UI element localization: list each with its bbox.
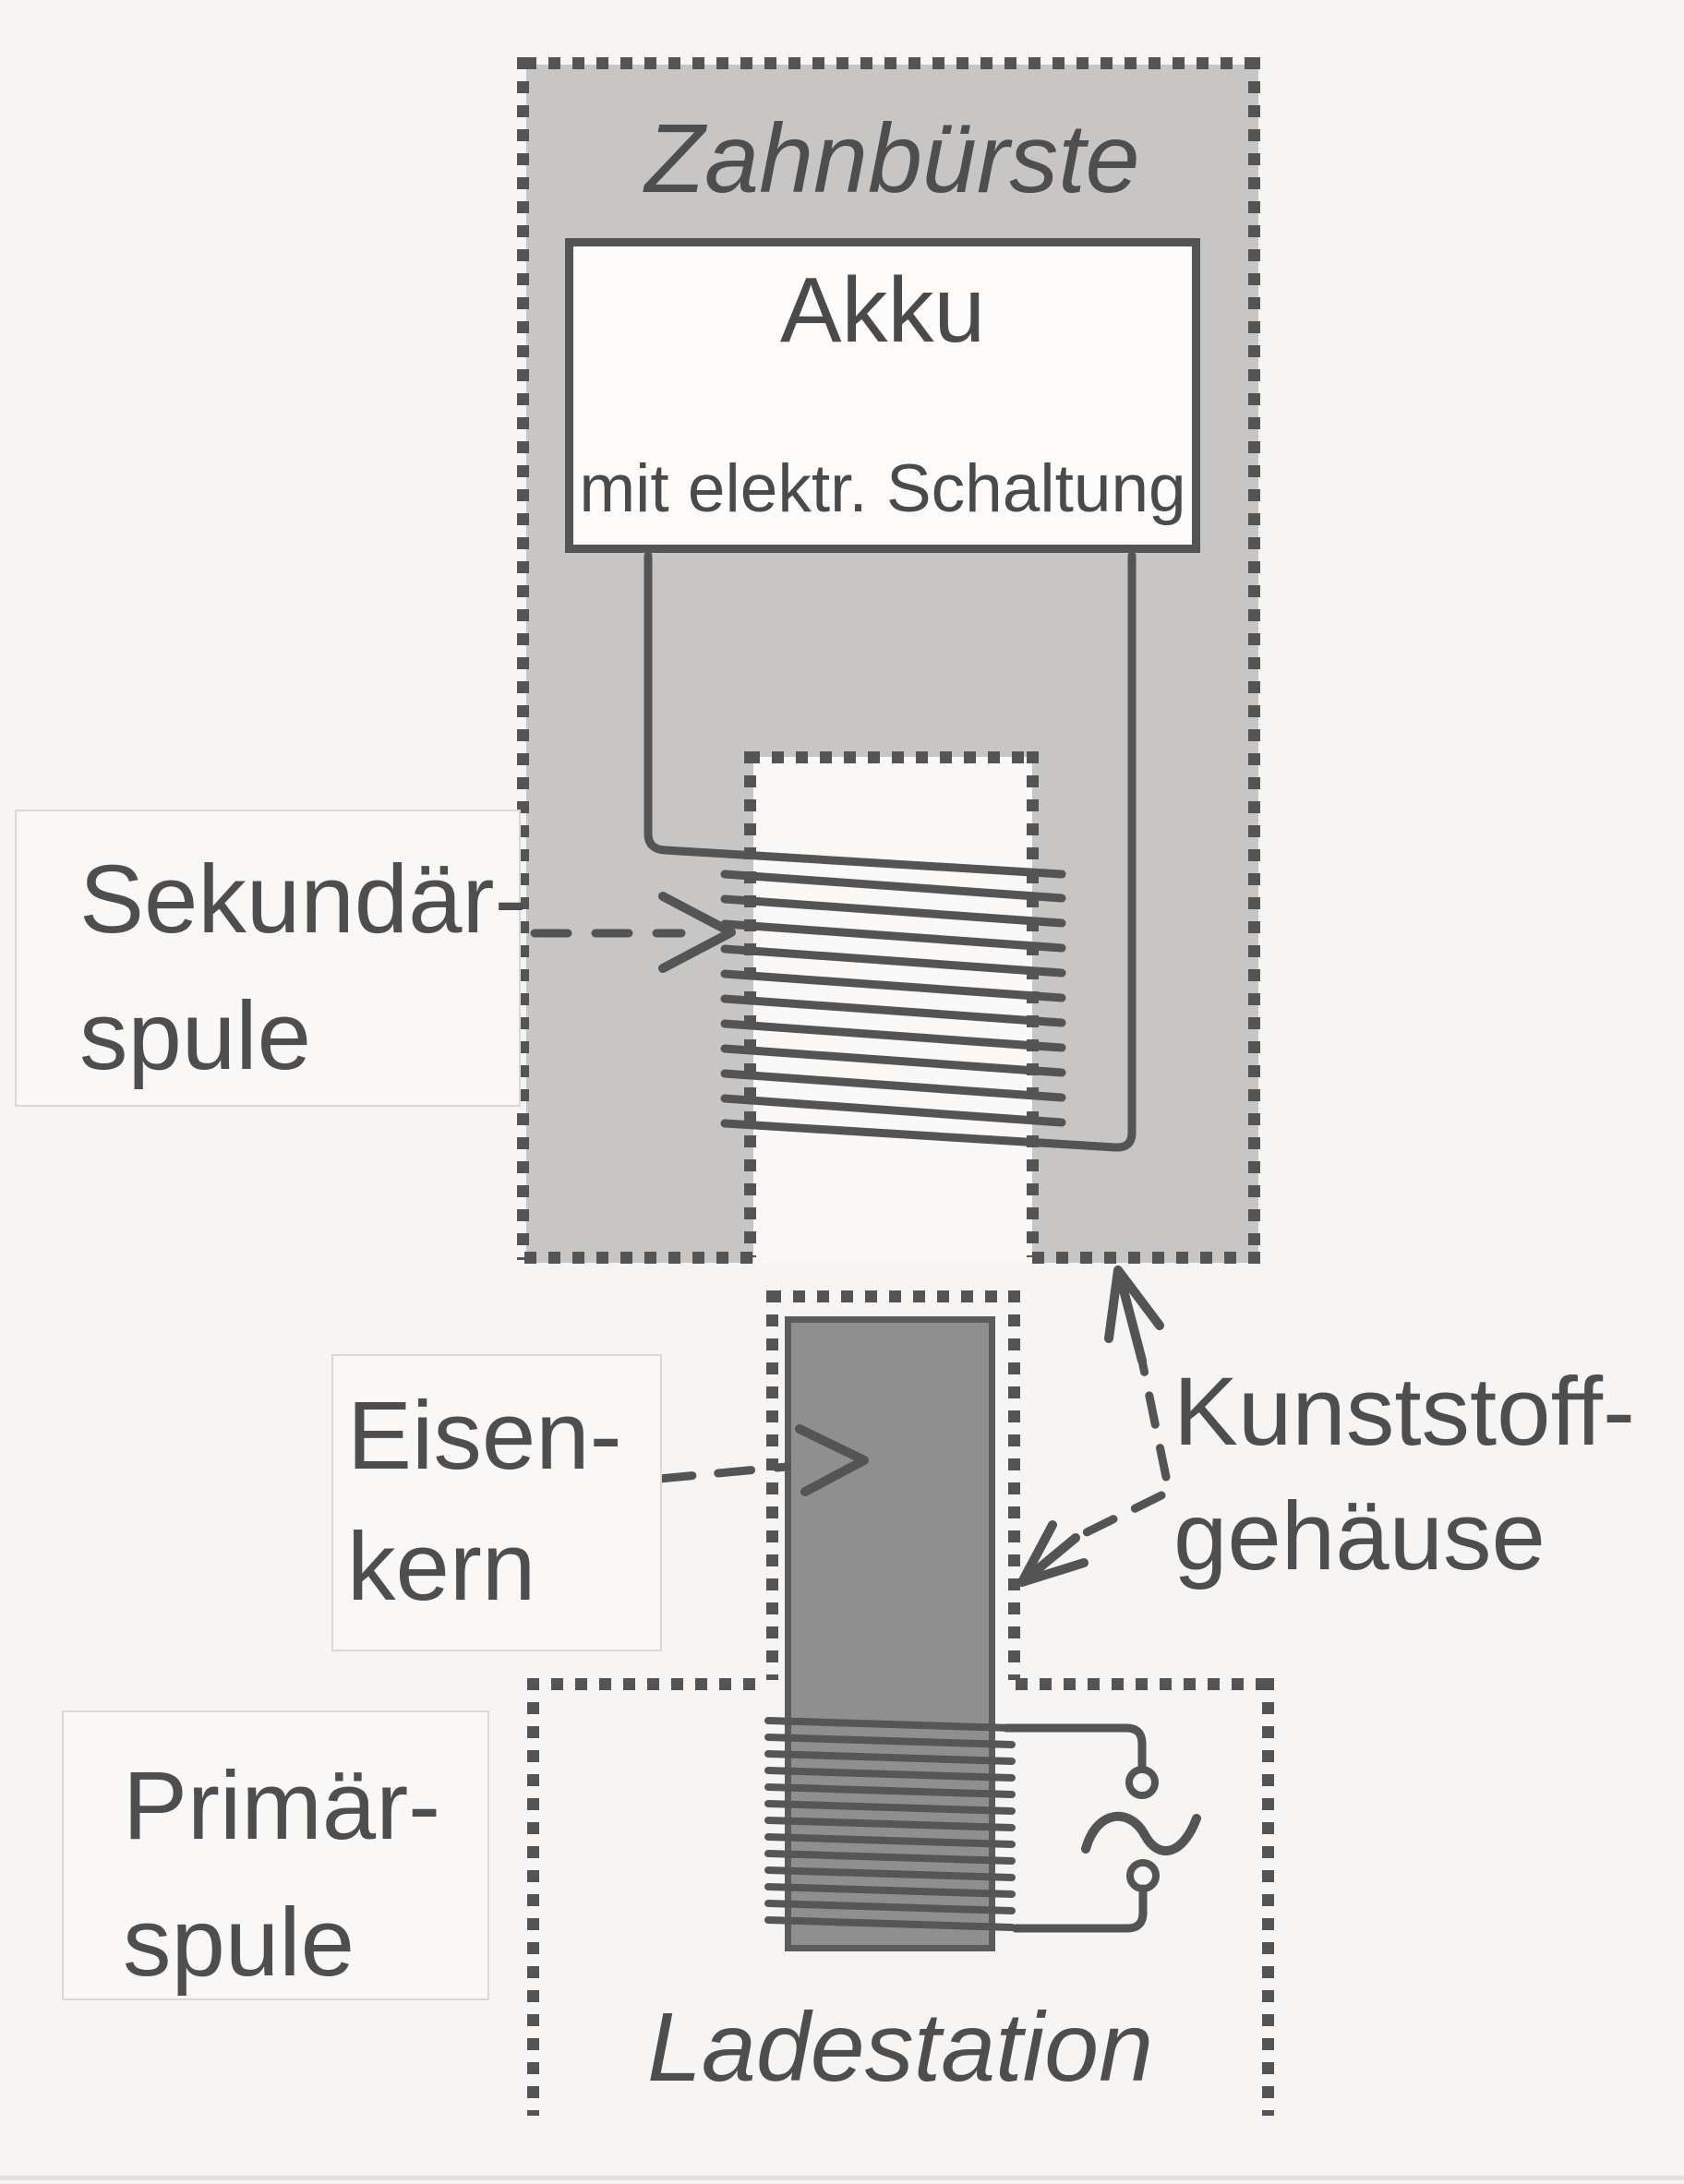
arrow-head-icon: [1104, 1266, 1164, 1343]
sekundaerspule-label-line2: spule: [79, 982, 312, 1090]
akku-subtitle: mit elektr. Schaltung: [579, 451, 1186, 526]
station-border-top-left: [527, 1678, 766, 1690]
secondary-coil: [644, 551, 1137, 1152]
housing-border-right: [1248, 57, 1260, 1260]
charging-station-title: Ladestation: [646, 1993, 1154, 2102]
kunststoff-arrow-up: [1104, 1266, 1171, 1482]
station-border-top-right: [1016, 1678, 1274, 1690]
kunststoffgehaeuse-label-line1: Kunststoff-: [1173, 1358, 1635, 1466]
ac-tilde-icon: [1081, 1811, 1201, 1855]
ac-terminal-top-icon: [1125, 1766, 1159, 1799]
secondary-wire-right: [720, 551, 1137, 1152]
primary-coil: [764, 1717, 1016, 1931]
scan-edge-line: [0, 2176, 1684, 2180]
housing-border-bottom-left: [524, 1252, 755, 1264]
akku-title: Akku: [779, 258, 986, 362]
secondary-wire-left: [644, 551, 1066, 879]
station-border-left: [527, 1678, 539, 2116]
station-border-right: [1262, 1678, 1274, 2116]
akku-box: Akku mit elektr. Schaltung: [565, 238, 1200, 553]
arrow-head-icon: [1017, 1520, 1089, 1587]
kunststoffgehaeuse-label-line2: gehäuse: [1173, 1482, 1546, 1590]
sekundaerspule-label-line1: Sekundär-: [79, 846, 527, 954]
toothbrush-title: Zahnbürste: [644, 104, 1140, 213]
shaft-border-left: [766, 1290, 778, 1680]
primaerspule-label-box: Primär- spule: [62, 1710, 489, 2000]
shaft-border-top: [769, 1290, 1020, 1302]
arrow-head-icon: [795, 1424, 869, 1496]
ac-source: [1002, 1723, 1201, 1933]
primaerspule-label-line1: Primär-: [123, 1752, 441, 1860]
eisenkern-label-line1: Eisen-: [347, 1382, 622, 1490]
ac-wire-top: [1002, 1723, 1147, 1773]
sekundaerspule-label-box: Sekundär- spule: [15, 810, 527, 1107]
eisenkern-arrow: [655, 1424, 869, 1496]
housing-border-top: [524, 57, 1260, 69]
arrow-head-icon: [658, 892, 736, 973]
iron-core: [785, 1316, 995, 1951]
eisenkern-label-line2: kern: [347, 1513, 536, 1621]
channel-border-right: [1027, 751, 1039, 1257]
channel-border-top: [748, 751, 1037, 763]
sekundaerspule-arrow: [408, 892, 736, 973]
kunststoff-arrow-down: [1017, 1491, 1166, 1587]
kunststoffgehaeuse-label: Kunststoff- gehäuse: [1173, 1350, 1635, 1599]
housing-border-bottom-right: [1032, 1252, 1260, 1264]
eisenkern-label-box: Eisen- kern: [331, 1354, 662, 1651]
ac-wire-bottom: [1011, 1884, 1148, 1933]
primaerspule-label-line2: spule: [123, 1889, 355, 1997]
shaft-border-right: [1008, 1290, 1020, 1680]
